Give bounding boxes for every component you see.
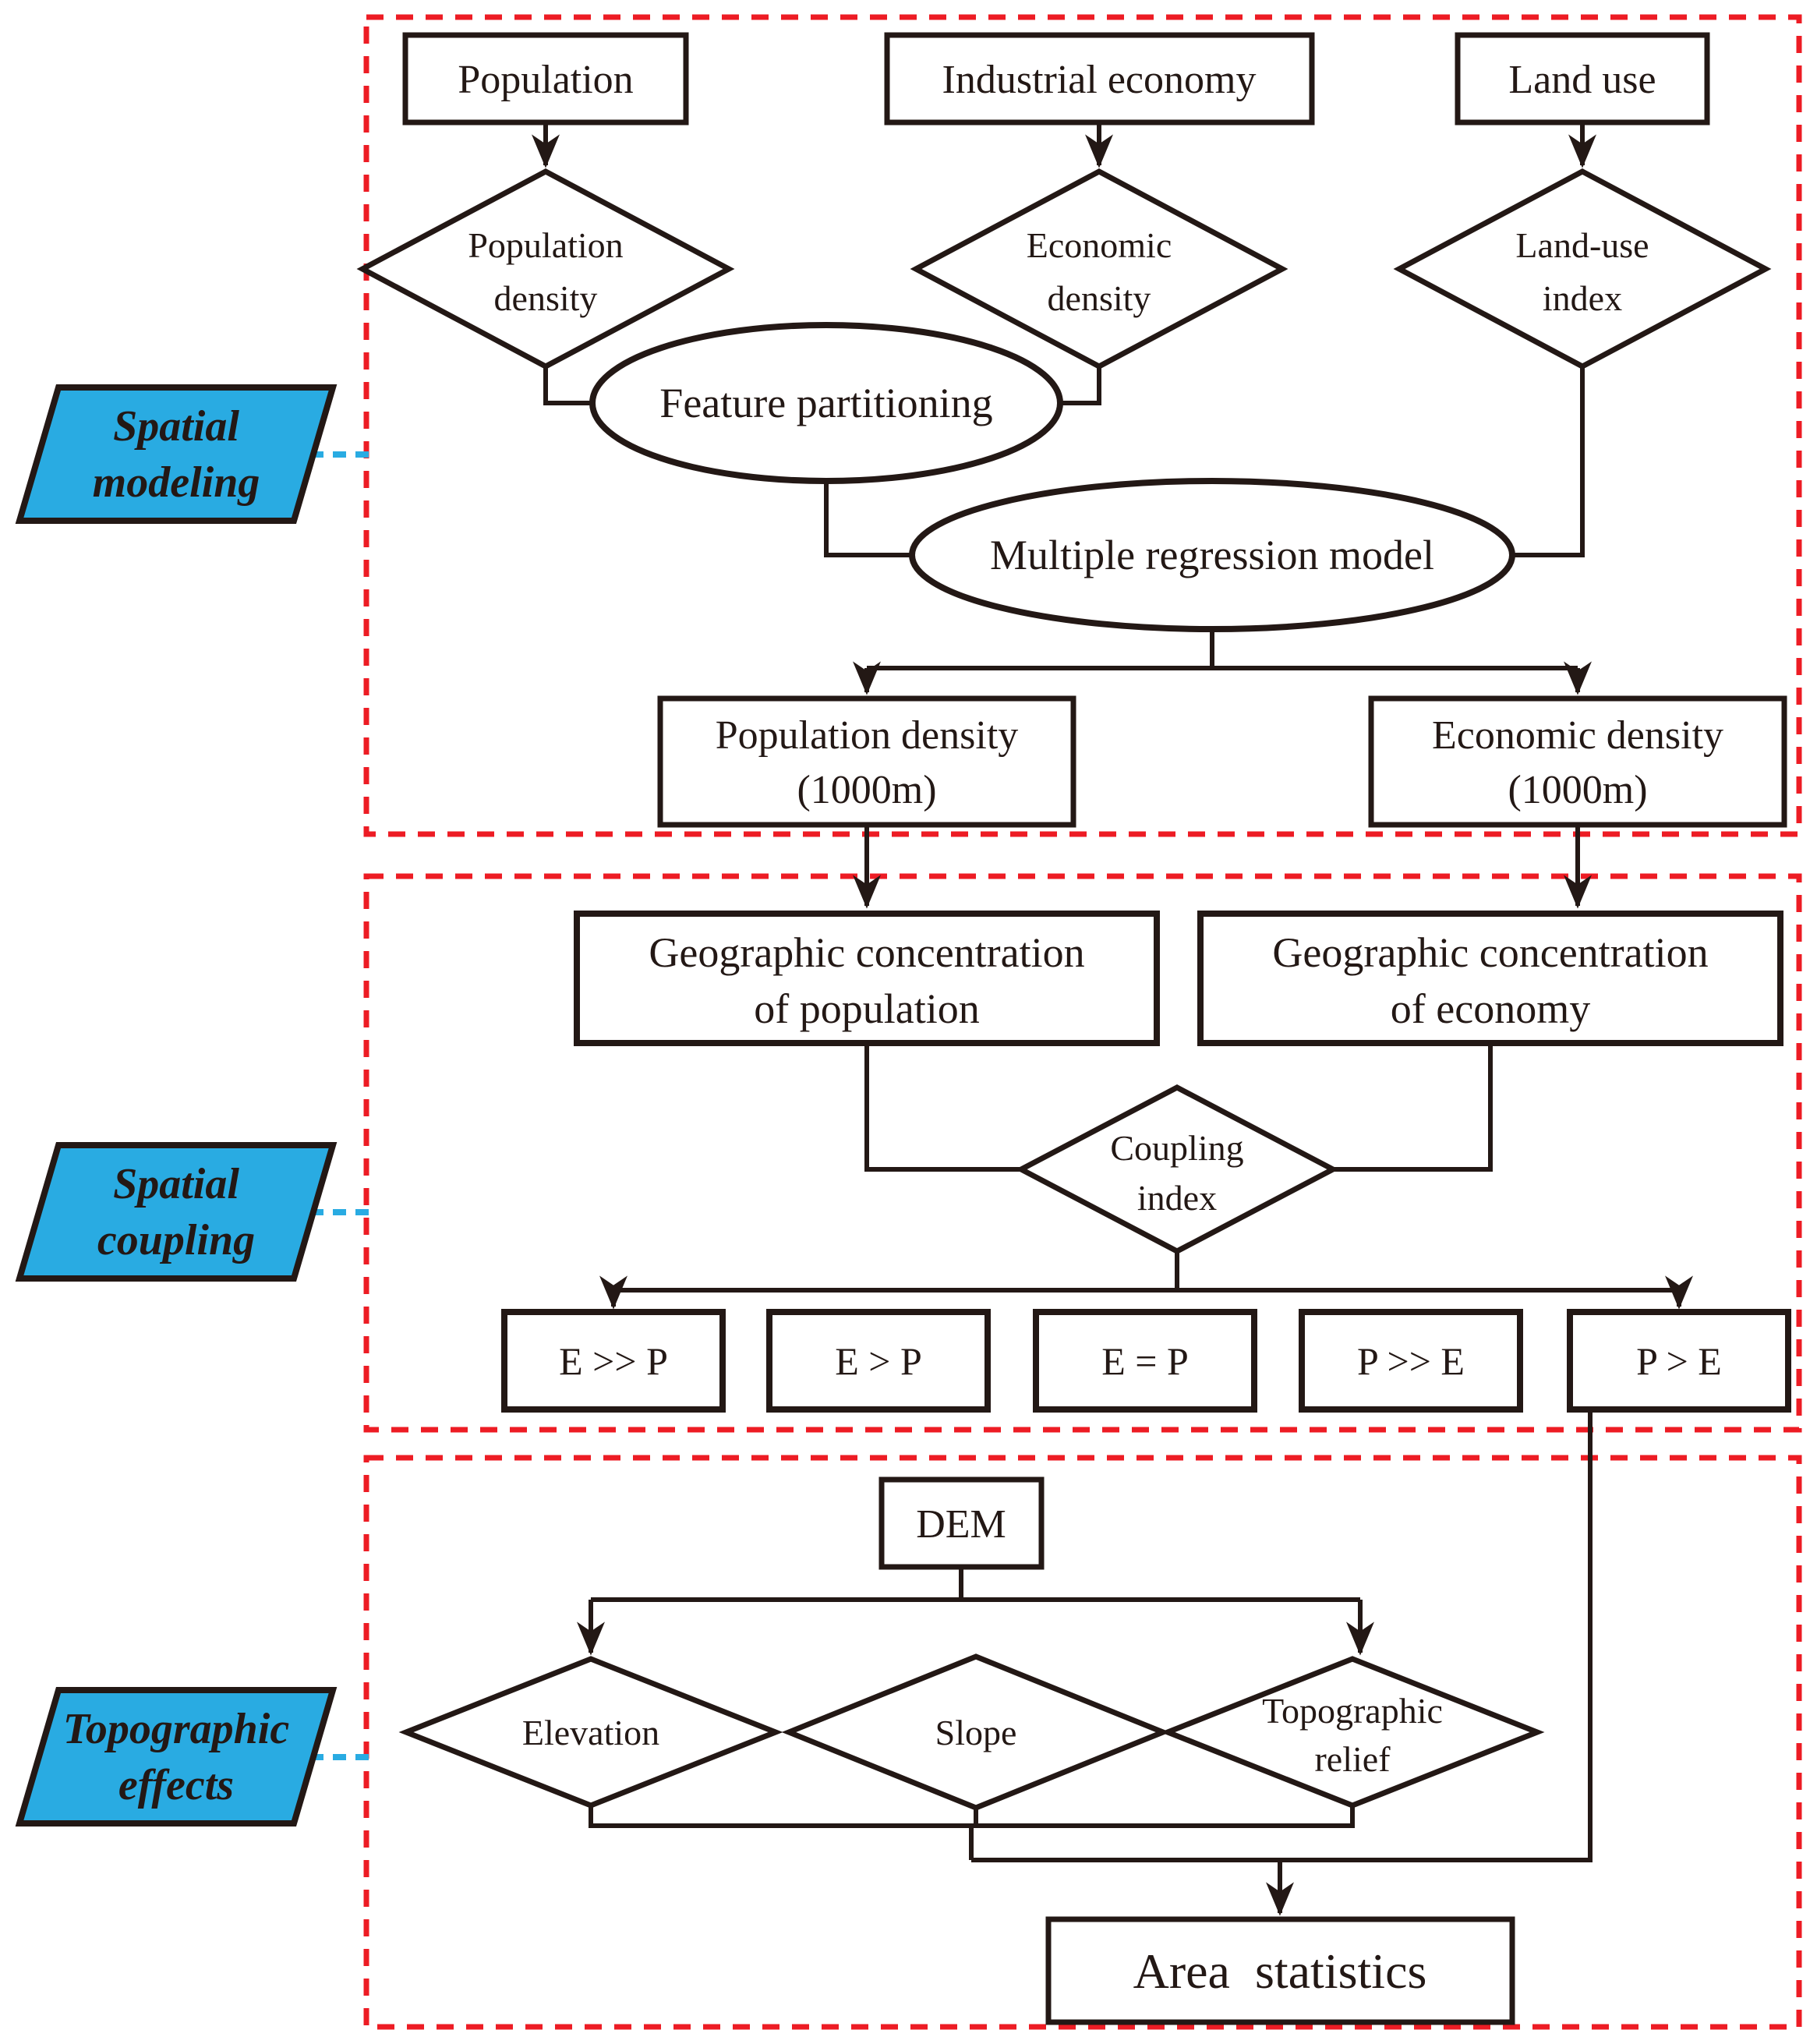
land-use-box [1455,32,1710,126]
elevation-label: Elevation [522,1713,659,1752]
geo-concentration-economy-line1: Geographic concentration [1272,929,1708,976]
industrial-economy-box-label: Industrial economy [942,58,1257,102]
feature-partitioning-label: Feature partitioning [659,380,992,426]
outcome-box-e-much-greater-p [501,1309,726,1413]
land-use-index-diamond [1393,168,1772,370]
side-label-spatial-modeling-line1: Spatial [113,402,239,451]
land-use-box-label: Land use [1508,58,1656,102]
connector-popdensity-to-featurepartitioning [543,366,594,405]
connector-regression-split-left [867,629,1214,670]
side-label-topographic-effects [15,1687,338,1827]
connector-gcp-to-coupling-index [864,1043,1020,1172]
connector-featurepartitioning-to-regression [824,481,910,557]
connector-econdensity-to-featurepartitioning [1059,366,1101,405]
outcome-box-p-much-greater-e [1299,1309,1523,1413]
connector-landuseindex-to-regression [1514,366,1585,557]
connector-gce-to-coupling-index [1334,1043,1493,1172]
population-density-line1: Population [468,225,623,265]
side-label-topographic-effects-line1: Topographic [63,1705,290,1753]
side-label-spatial-coupling [15,1142,338,1282]
population-density-1000-line2: (1000m) [797,768,936,812]
economic-density-line1: Economic [1027,225,1172,265]
side-label-spatial-coupling-line2: coupling [97,1216,255,1264]
topographic-relief-line1: Topographic [1262,1691,1443,1731]
connector-p-greater-e-to-area-statistics-line [971,1409,1593,1862]
outcome-p-greater-e-label: P > E [1636,1339,1722,1383]
outcome-e-much-greater-p-label: E >> P [559,1339,668,1383]
area-statistics-label: Area statistics [1133,1943,1427,1999]
outcome-box-p-greater-e [1567,1309,1791,1413]
connector-coupling-split-left [613,1251,1179,1293]
outcome-box-e-greater-p [766,1309,991,1413]
population-density-line2: density [494,278,598,318]
land-use-index-line1: Land-use [1515,225,1649,265]
geo-concentration-economy-line2: of economy [1391,985,1590,1032]
geo-concentration-population-line1: Geographic concentration [649,929,1084,976]
economic-density-1000-line1: Economic density [1432,713,1723,758]
economic-density-1000-box [1368,695,1787,828]
side-label-spatial-modeling-line2: modeling [93,458,260,507]
side-label-topographic-effects-line2: effects [118,1761,234,1809]
outcome-e-greater-p-label: E > P [835,1339,922,1383]
dem-box-label: DEM [916,1502,1006,1547]
topographic-relief-diamond [1160,1656,1545,1809]
section-border-topographic-effects [363,1455,1802,2030]
side-label-spatial-modeling [15,384,338,524]
coupling-index-diamond [1015,1084,1339,1254]
dem-box [878,1476,1045,1570]
economic-density-diamond [910,168,1289,370]
land-use-index-line2: index [1543,278,1622,318]
section-border-spatial-modeling [363,14,1802,837]
geo-concentration-economy-box [1197,911,1783,1046]
industrial-economy-box [884,32,1315,126]
coupling-index-line1: Coupling [1110,1128,1243,1168]
section-border-spatial-coupling [363,873,1802,1433]
economic-density-line2: density [1048,278,1151,318]
outcome-box-e-equals-p [1033,1309,1257,1413]
outcome-p-much-greater-e-label: P >> E [1357,1339,1465,1383]
population-density-diamond [356,168,735,370]
population-density-1000-box [657,695,1076,828]
economic-density-1000-line2: (1000m) [1508,768,1647,812]
coupling-index-line2: index [1137,1178,1217,1218]
geo-concentration-population-line2: of population [754,985,979,1032]
population-density-1000-line1: Population density [716,713,1019,758]
outcome-e-equals-p-label: E = P [1101,1339,1189,1383]
topographic-relief-line2: relief [1314,1739,1391,1779]
side-label-spatial-coupling-line1: Spatial [113,1160,239,1208]
slope-label: Slope [935,1713,1017,1752]
area-statistics-box [1045,1916,1515,2025]
population-box [402,32,689,126]
population-box-label: Population [458,58,633,102]
multiple-regression-label: Multiple regression model [990,532,1434,578]
